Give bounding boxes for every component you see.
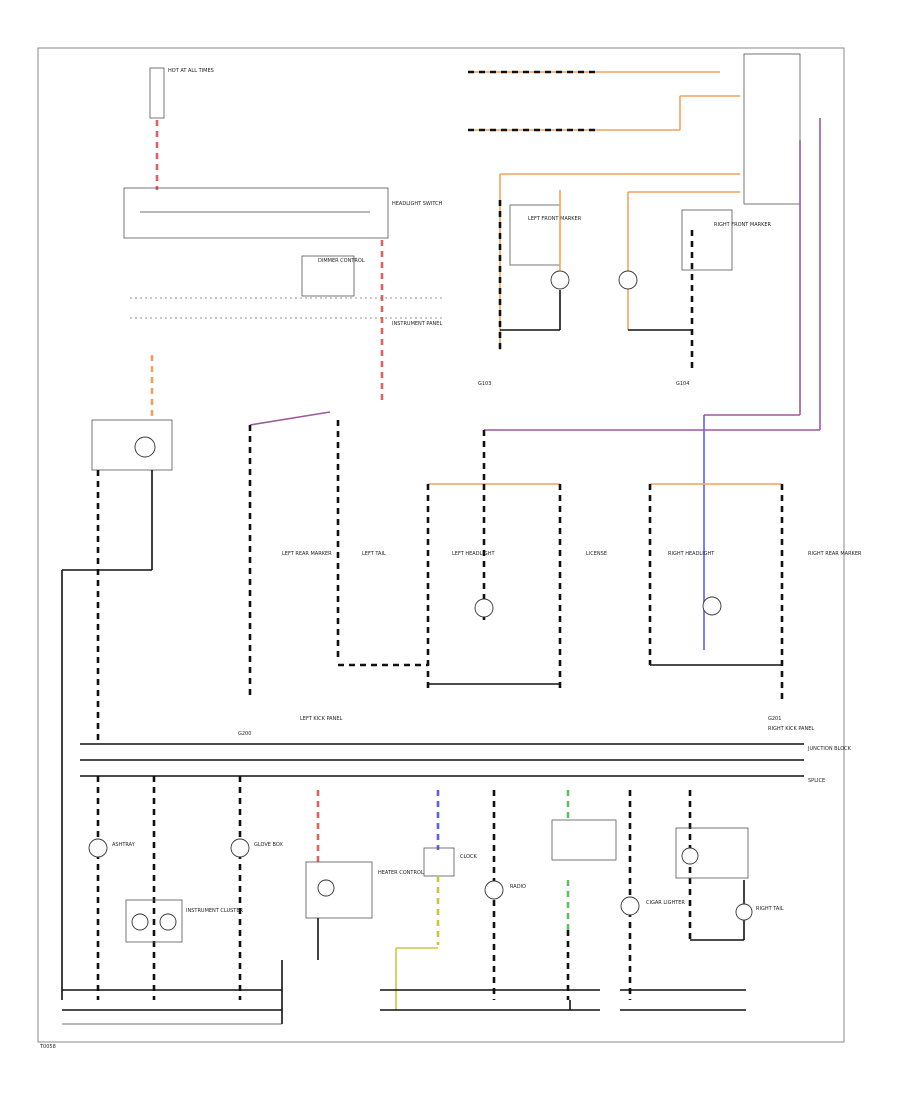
rear-marker-left-label: LEFT REAR MARKER	[282, 551, 332, 557]
cigar-lighter-label: CIGAR LIGHTER	[646, 900, 685, 906]
radio-label: RADIO	[510, 884, 526, 890]
bottom-bus	[62, 960, 746, 1025]
bottom-components: ASHTRAY INSTRUMENT CLUSTER GLOVE BOX HEA…	[88, 776, 784, 1010]
right-kick-panel-label: RIGHT KICK PANEL	[768, 726, 814, 732]
left-kick-panel-label: LEFT KICK PANEL	[300, 716, 343, 722]
right-front-marker-label: RIGHT FRONT MARKER	[714, 222, 772, 228]
left-front-marker-label: LEFT FRONT MARKER	[528, 216, 582, 222]
right-front-lights: RIGHT FRONT MARKER G104	[618, 192, 772, 387]
left-headlight-label: LEFT HEADLIGHT	[452, 551, 495, 557]
heater-control-label: HEATER CONTROL	[378, 870, 424, 876]
junction-block-label: JUNCTION BLOCK	[807, 746, 852, 752]
cluster-label: INSTRUMENT CLUSTER	[186, 908, 244, 914]
middle-components: LEFT REAR MARKER LEFT TAIL LEFT HEADLIGH…	[238, 420, 862, 737]
footer-code: T0058	[39, 1044, 56, 1050]
license-label: LICENSE	[586, 551, 607, 557]
rear-marker-right-label: RIGHT REAR MARKER	[808, 551, 862, 557]
headlight-switch: HEADLIGHT SWITCH	[123, 187, 443, 400]
junction-mid-label: INSTRUMENT PANEL	[392, 321, 442, 327]
dimmer-label: DIMMER CONTROL	[318, 258, 365, 264]
ignition-label: HOT AT ALL TIMES	[168, 68, 214, 74]
ground-right-label: G104	[676, 381, 689, 387]
tail-right-label: RIGHT TAIL	[756, 906, 784, 912]
headlight-switch-label: HEADLIGHT SWITCH	[392, 201, 443, 207]
bus-bars: JUNCTION BLOCK SPLICE	[80, 743, 852, 784]
right-headlight-label: RIGHT HEADLIGHT	[668, 551, 715, 557]
ignition-switch-block: HOT AT ALL TIMES	[149, 67, 214, 190]
diagram-frame	[37, 47, 845, 1043]
purple-harness	[249, 118, 821, 650]
glove-box-label: GLOVE BOX	[254, 842, 283, 848]
dimmer-control: DIMMER CONTROL	[301, 255, 365, 297]
ground-bottom-left-label: G200	[238, 731, 251, 737]
ground-left-label: G103	[478, 381, 491, 387]
top-right-harness	[468, 53, 801, 205]
left-front-lights: LEFT FRONT MARKER G103	[478, 174, 582, 387]
clock-label: CLOCK	[460, 854, 478, 860]
tail-left-label: LEFT TAIL	[362, 551, 386, 557]
splice-label: SPLICE	[808, 778, 825, 784]
ground-bottom-right-label: G201	[768, 716, 781, 722]
ashtray-label: ASHTRAY	[112, 842, 136, 848]
left-illumination-lamp	[61, 355, 173, 1000]
